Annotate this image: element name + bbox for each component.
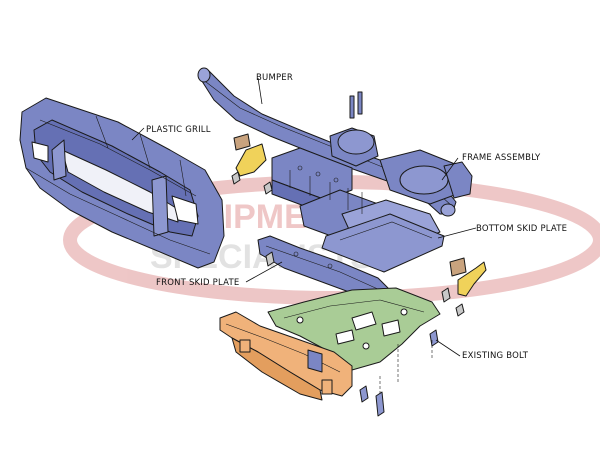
receiver-tube-part — [219, 311, 353, 401]
label-bottom-skid-plate: BOTTOM SKID PLATE — [476, 224, 567, 234]
spacer-block-right — [449, 257, 467, 277]
spacer-block-left — [233, 133, 251, 151]
leader-plastic-grill — [131, 127, 145, 141]
leader-front-skid-plate — [245, 261, 283, 283]
label-frame-assembly: FRAME ASSEMBLY — [462, 153, 541, 163]
bracket-left — [235, 143, 267, 177]
label-plastic-grill: PLASTIC GRILL — [146, 125, 211, 135]
bottom-skid-plate-part — [321, 213, 445, 273]
leader-bottom-skid-plate — [437, 227, 477, 239]
bolt-2 — [263, 181, 273, 195]
bottom-bolt-2 — [359, 385, 369, 403]
callout-labels: BUMPER PLASTIC GRILL FRAME ASSEMBLY BOTT… — [146, 73, 567, 361]
existing-bolt — [429, 329, 439, 347]
bolt-5 — [455, 303, 465, 317]
bottom-bolt — [375, 391, 385, 417]
label-bumper: BUMPER — [256, 73, 293, 83]
leader-bumper — [257, 77, 263, 105]
bracket-right — [457, 261, 487, 297]
bolt-3 — [265, 251, 275, 267]
plastic-grill-part — [19, 97, 225, 269]
leader-existing-bolt — [435, 339, 461, 357]
bolt-1 — [231, 171, 241, 185]
bolt-4 — [441, 287, 451, 303]
label-existing-bolt: EXISTING BOLT — [462, 351, 529, 361]
leader-lines — [131, 77, 477, 357]
leader-frame-assembly — [441, 157, 459, 181]
label-front-skid-plate: FRONT SKID PLATE — [156, 278, 239, 288]
mount-plate-part — [267, 287, 441, 371]
hardware-parts — [231, 133, 487, 417]
